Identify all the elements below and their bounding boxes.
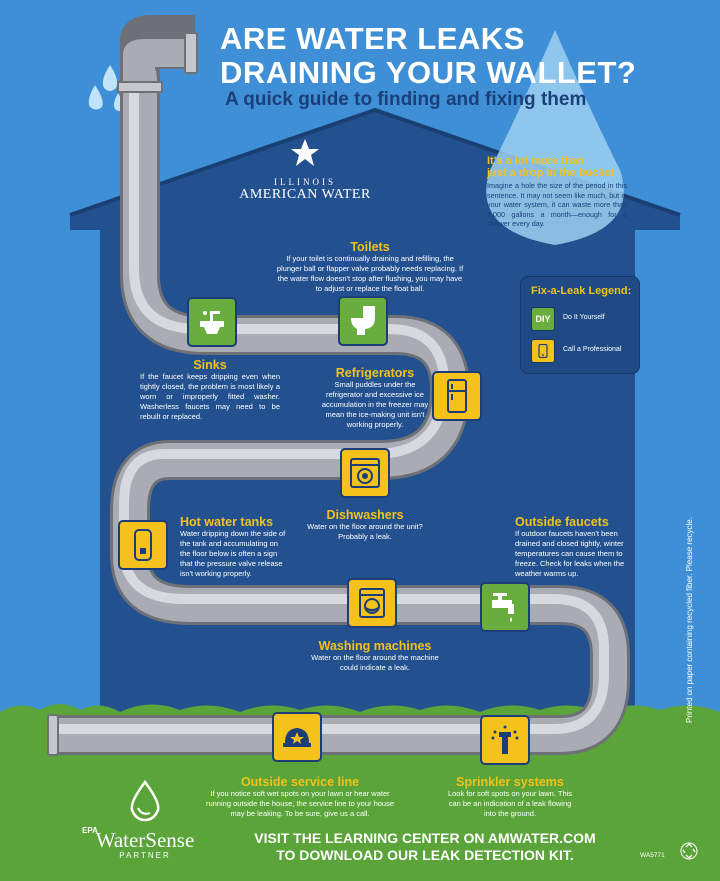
refrigerator-icon — [432, 371, 482, 421]
water-drop-icon — [130, 779, 160, 822]
hot-water-body: Water dripping down the side of the tank… — [180, 529, 286, 578]
section-hot-water: Hot water tanks Water dripping down the … — [180, 515, 290, 579]
sink-icon — [187, 297, 237, 347]
refrigerators-body: Small puddles under the refrigerator and… — [321, 380, 429, 429]
drip-drop — [88, 85, 103, 110]
toilets-body: If your toilet is continually draining a… — [276, 254, 464, 293]
outside-faucets-title: Outside faucets — [515, 515, 609, 529]
phone-icon — [531, 339, 555, 363]
drop-title-line2: just a drop in the bucket — [487, 167, 615, 179]
recycle-note: Printed on paper containing recycled fib… — [685, 517, 694, 723]
section-outside-faucets: Outside faucets If outdoor faucets haven… — [515, 515, 630, 579]
drop-body: Imagine a hole the size of the period in… — [487, 181, 627, 228]
legend-title: Fix-a-Leak Legend: — [531, 285, 632, 297]
washing-title: Washing machines — [318, 639, 432, 653]
section-refrigerators: Refrigerators Small puddles under the re… — [320, 366, 430, 430]
dishwashers-title: Dishwashers — [326, 508, 404, 522]
sprinkler-title: Sprinkler systems — [456, 775, 564, 789]
diy-label: Do It Yourself — [563, 314, 605, 321]
section-washing-machines: Washing machines Water on the floor arou… — [310, 639, 440, 673]
washing-body: Water on the floor around the machine co… — [311, 653, 439, 672]
outdoor-faucet-icon — [480, 582, 530, 632]
cta-line2: TO DOWNLOAD OUR LEAK DETECTION KIT. — [276, 847, 574, 863]
watersense-label: WaterSense — [95, 828, 195, 852]
sinks-title: Sinks — [193, 358, 227, 372]
watersense-logo: EPA WaterSense PARTNER — [82, 779, 205, 860]
service-line-body: If you notice soft wet spots on your law… — [205, 789, 395, 818]
page-title-line2: DRAINING YOUR WALLET? — [220, 55, 637, 90]
drop-box: It's a lot more than just a drop in the … — [487, 155, 627, 229]
diy-badge: DIY — [531, 307, 555, 331]
drip-drop — [102, 65, 118, 91]
recycle-icon — [680, 842, 698, 860]
vertical-note-wrap: Printed on paper containing recycled fib… — [685, 517, 695, 723]
partner-label: PARTNER — [119, 851, 171, 860]
pipe-collar — [117, 81, 163, 93]
logo-line2: AMERICAN WATER — [239, 187, 371, 202]
dishwasher-icon — [340, 448, 390, 498]
outside-faucets-body: If outdoor faucets haven't been drained … — [515, 529, 625, 578]
sinks-body: If the faucet keeps dripping even when t… — [140, 372, 280, 421]
hot-water-title: Hot water tanks — [180, 515, 274, 529]
pipe-end-cap — [47, 714, 59, 756]
page-subtitle: A quick guide to finding and fixing them — [225, 89, 587, 110]
service-line-title: Outside service line — [240, 775, 360, 789]
footer-cta: VISIT THE LEARNING CENTER ON AMWATER.COM… — [225, 830, 625, 864]
page-title-line1: ARE WATER LEAKS — [220, 21, 525, 56]
star-logo-icon — [291, 139, 319, 166]
sprinkler-body: Look for soft spots on your lawn. This c… — [447, 789, 573, 818]
pipe-end-cap — [184, 32, 198, 74]
legend-box: Fix-a-Leak Legend: DIY Do It Yourself Ca… — [520, 276, 640, 374]
logo-line1: ILLINOIS — [274, 177, 336, 187]
section-sprinkler: Sprinkler systems Look for soft spots on… — [445, 775, 575, 819]
epa-label: EPA — [82, 826, 98, 835]
big-water-drop — [486, 30, 624, 245]
washing-machine-icon — [347, 578, 397, 628]
document-code: WA5771 — [640, 852, 665, 859]
section-service-line: Outside service line If you notice soft … — [205, 775, 395, 819]
section-dishwashers: Dishwashers Water on the floor around th… — [300, 508, 430, 542]
illinois-american-water-logo: ILLINOIS AMERICAN WATER — [230, 138, 380, 203]
section-toilets: Toilets If your toilet is continually dr… — [275, 240, 465, 294]
pro-label: Call a Professional — [563, 346, 622, 353]
pipe-elbow — [121, 37, 186, 86]
worker-helmet-icon — [272, 712, 322, 762]
toilets-title: Toilets — [350, 240, 390, 254]
drop-title-line1: It's a lot more than — [487, 155, 585, 167]
water-heater-icon — [118, 520, 168, 570]
refrigerators-title: Refrigerators — [335, 366, 415, 380]
toilet-icon — [338, 296, 388, 346]
section-sinks: Sinks If the faucet keeps dripping even … — [140, 358, 280, 422]
dishwashers-body: Water on the floor around the unit? Prob… — [307, 522, 423, 541]
cta-line1: VISIT THE LEARNING CENTER ON AMWATER.COM — [254, 830, 596, 846]
sprinkler-icon — [480, 715, 530, 765]
